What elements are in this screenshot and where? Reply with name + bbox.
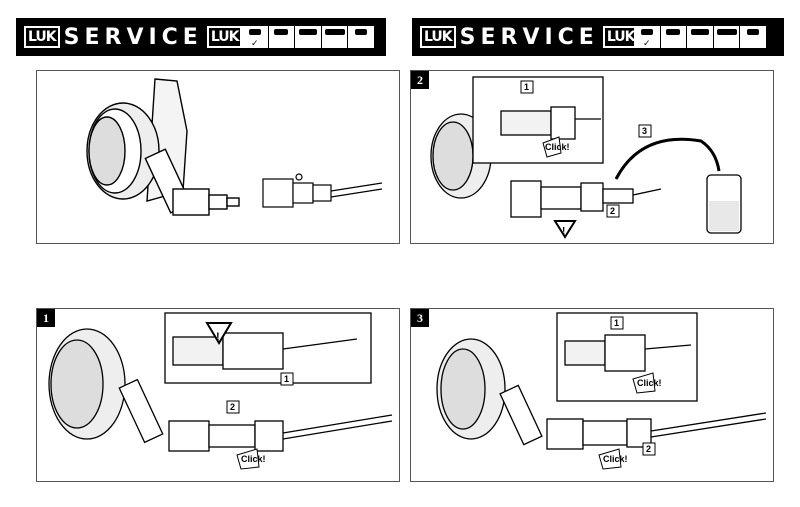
check-icon: ✓: [251, 38, 259, 48]
callout-1: 1: [284, 374, 289, 384]
svg-text:!: !: [562, 226, 565, 237]
svg-text:!: !: [216, 331, 220, 343]
car-icon: ✓: [634, 26, 661, 48]
header-banner-right: LUK SERVICE LUK ✓: [412, 18, 784, 56]
luk-logo: LUK: [24, 26, 60, 48]
bus-icon: [322, 26, 349, 48]
click-label: Click!: [637, 378, 662, 388]
service-title: SERVICE: [459, 24, 599, 50]
callout-1: 1: [614, 318, 619, 328]
panel-step-2: 2 ! 1 2 3 Click!: [410, 70, 774, 244]
callout-2: 2: [646, 444, 651, 454]
step-2-illustration: ! 1 2 3 Click!: [430, 76, 742, 239]
panel-step-3: 3 1 2 Click! Click!: [410, 308, 774, 482]
service-title: SERVICE: [63, 24, 203, 50]
callout-1: 1: [524, 82, 529, 92]
vehicle-applicability-table: ✓: [634, 26, 766, 48]
click-label: Click!: [241, 454, 266, 464]
step-number: 1: [37, 309, 55, 327]
van-icon: [661, 26, 688, 48]
brand-logo: LUK SERVICE LUK: [24, 24, 243, 50]
click-label-secondary: Click!: [603, 454, 628, 464]
step-number: 3: [411, 309, 429, 327]
truck-icon: [687, 26, 714, 48]
header-banner-left: LUK SERVICE LUK ✓: [16, 18, 386, 56]
click-label: Click!: [545, 142, 570, 152]
car-icon: ✓: [242, 26, 269, 48]
step-1-illustration: ! 1 2 Click!: [48, 312, 393, 470]
luk-logo-secondary: LUK: [206, 26, 243, 48]
step-3-illustration: 1 2 Click! Click!: [436, 312, 767, 470]
tractor-icon: [348, 26, 374, 48]
tractor-icon: [740, 26, 766, 48]
callout-2: 2: [230, 402, 235, 412]
callout-3: 3: [642, 126, 647, 136]
panel-step-1: 1 ! 1 2 Click!: [36, 308, 400, 482]
vehicle-applicability-table: ✓: [242, 26, 374, 48]
luk-logo: LUK: [420, 26, 456, 48]
slave-cylinder-illustration: [86, 78, 383, 216]
truck-icon: [295, 26, 322, 48]
step-number: 2: [411, 71, 429, 89]
callout-2: 2: [610, 206, 615, 216]
brand-logo: LUK SERVICE LUK: [420, 24, 639, 50]
van-icon: [269, 26, 296, 48]
check-icon: ✓: [643, 38, 651, 48]
bus-icon: [714, 26, 741, 48]
panel-overview: [36, 70, 400, 244]
